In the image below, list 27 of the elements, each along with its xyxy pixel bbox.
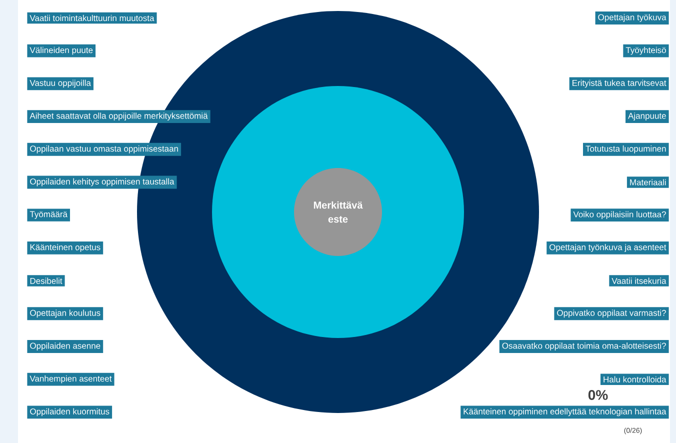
label-box: Osaavatko oppilaat toimia oma-alotteisesti? <box>499 340 669 353</box>
percentage-label: 0% <box>588 390 608 400</box>
label-box: Aiheet saattavat olla oppijoille merkityksettömiä <box>27 110 210 123</box>
label-box: Totutusta luopuminen <box>583 142 669 156</box>
label-box: Oppilaiden kuormitus <box>27 406 112 419</box>
label-box: Voiko oppilaisiin luottaa? <box>570 208 669 222</box>
label-box: Erityistä tukea tarvitsevat <box>569 77 669 90</box>
label-box: Oppilaiden asenne <box>27 340 104 353</box>
label-box: Työmäärä <box>27 208 70 222</box>
label-box: Halu kontrolloida <box>600 374 669 385</box>
label-box: Oppilaiden kehitys oppimisen taustalla <box>27 176 177 189</box>
label-box: Työyhteisö <box>623 44 669 58</box>
label-box: Vanhempien asenteet <box>27 372 114 386</box>
label-box: Välineiden puute <box>27 44 96 58</box>
label-box: Vastuu oppijoilla <box>27 77 94 90</box>
label-box: Desibelit <box>27 275 65 286</box>
label-box: Käänteinen oppiminen edellyttää teknologian hallintaa <box>460 406 669 419</box>
label-box: Opettajan työkuva <box>595 12 669 24</box>
label-box: Oppilaan vastuu omasta oppimisestaan <box>27 142 182 156</box>
label-box: Opettajan työnkuva ja asenteet <box>546 241 669 254</box>
label-box: Vaatii itsekuria <box>609 275 669 286</box>
label-box: Ajanpuute <box>626 110 669 123</box>
label-box: Käänteinen opetus <box>27 241 104 254</box>
label-box: Materiaali <box>626 176 669 188</box>
label-box: Oppivatko oppilaat varmasti? <box>554 307 669 320</box>
label-box: Opettajan koulutus <box>27 307 104 320</box>
label-box: Vaatii toimintakulttuurin muutosta <box>27 12 157 24</box>
